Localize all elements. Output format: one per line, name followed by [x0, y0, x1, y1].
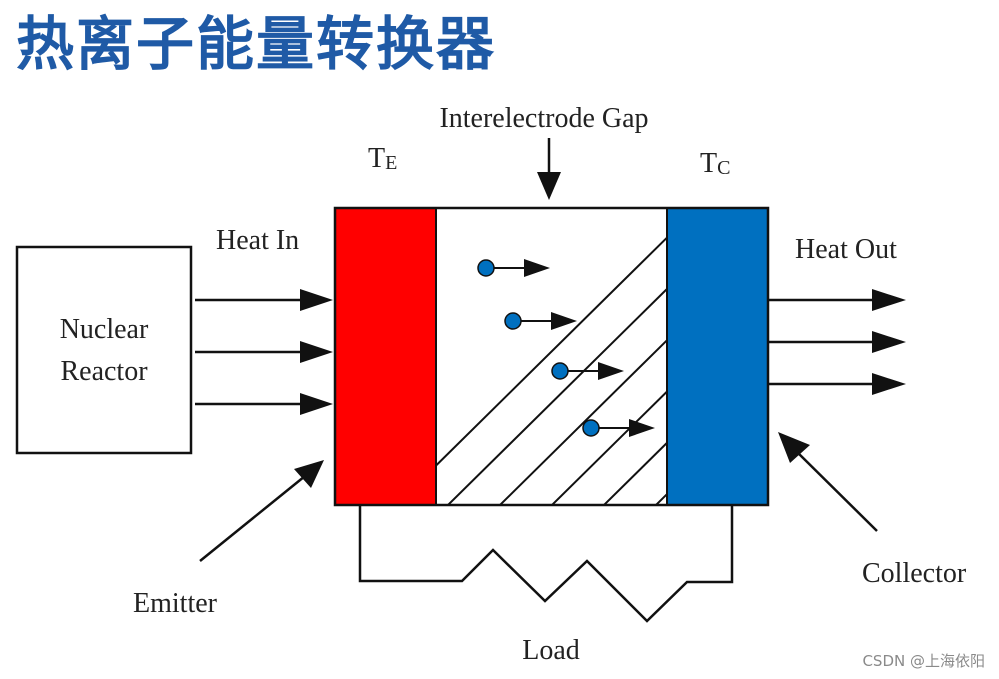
electron — [582, 419, 655, 437]
heat-out-label: Heat Out — [795, 234, 897, 265]
hatch-line — [603, 441, 667, 504]
tc-symbol: T — [700, 148, 717, 179]
load-label: Load — [522, 635, 580, 666]
interelectrode-gap-region — [436, 209, 667, 504]
heat-out-arrow — [768, 289, 906, 311]
emitter-temperature-label: TE — [368, 143, 397, 174]
heat-out-arrow — [768, 373, 906, 395]
converter-outline — [333, 206, 770, 507]
emitter-label: Emitter — [133, 588, 218, 619]
te-subscript: E — [385, 152, 397, 174]
collector-pointer-arrow — [778, 432, 878, 532]
load-circuit-wire — [358, 505, 734, 623]
heat-in-arrows — [195, 289, 333, 415]
collector-label: Collector — [862, 558, 967, 589]
gap-pointer-arrow — [537, 138, 561, 200]
gap-hatching — [436, 236, 667, 504]
electron-dot — [582, 419, 600, 437]
electron — [551, 362, 624, 380]
electron-direction-arrow — [629, 419, 655, 437]
emitter-pointer-arrow — [199, 460, 324, 562]
electrons — [477, 259, 655, 437]
reactor-label-line2: Reactor — [60, 356, 148, 387]
reactor-label-line1: Nuclear — [60, 314, 149, 345]
electron-direction-arrow — [551, 312, 577, 330]
heat-in-arrow — [195, 289, 333, 311]
hatch-line — [551, 390, 667, 504]
page-title: 热离子能量转换器 — [16, 10, 497, 78]
heat-in-arrow — [195, 393, 333, 415]
collector-temperature-label: TC — [700, 148, 730, 179]
heat-out-arrows — [768, 289, 906, 395]
svg-text:TE: TE — [368, 143, 397, 174]
watermark: CSDN @上海依阳 — [862, 652, 985, 670]
collector-plate — [667, 208, 768, 505]
tc-subscript: C — [717, 157, 730, 179]
hatch-line — [436, 236, 667, 467]
emitter-plate — [335, 208, 436, 505]
electron-dot — [504, 312, 522, 330]
heat-out-arrow — [768, 331, 906, 353]
electron-dot — [551, 362, 569, 380]
electron-direction-arrow — [598, 362, 624, 380]
electron-dot — [477, 259, 495, 277]
electron — [504, 312, 577, 330]
heat-in-label: Heat In — [216, 225, 299, 256]
heat-in-arrow — [195, 341, 333, 363]
electron-direction-arrow — [524, 259, 550, 277]
nuclear-reactor-box — [15, 245, 193, 455]
hatch-line — [499, 338, 667, 504]
electron — [477, 259, 550, 277]
svg-text:TC: TC — [700, 148, 730, 179]
te-symbol: T — [368, 143, 385, 174]
hatch-line — [447, 287, 667, 504]
interelectrode-gap-label: Interelectrode Gap — [439, 103, 648, 134]
